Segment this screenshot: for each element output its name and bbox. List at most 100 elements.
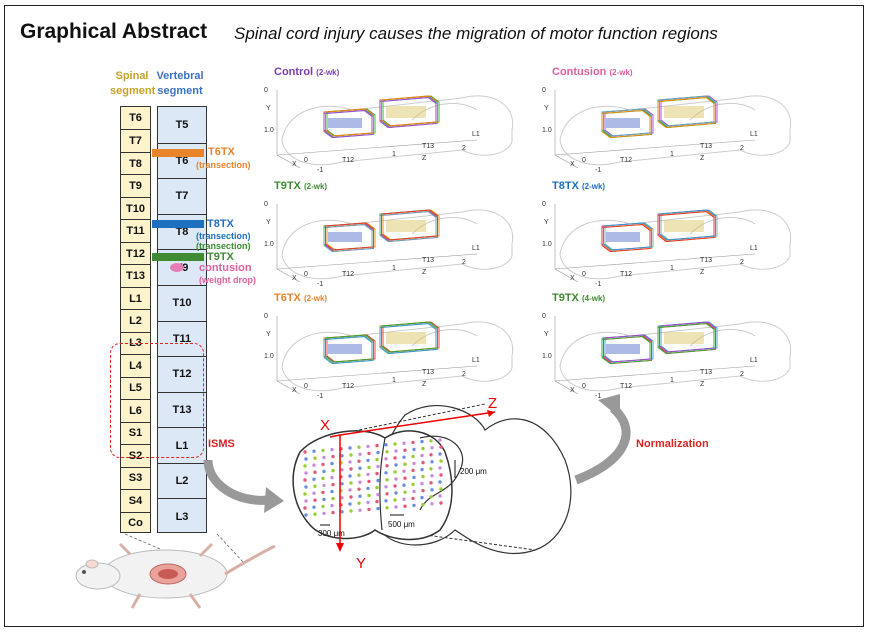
panel-label-l1: L1 bbox=[472, 357, 480, 364]
panel-label-t12: T12 bbox=[342, 157, 354, 164]
panel-time: (2-wk) bbox=[303, 182, 328, 191]
panel-tick: 2 bbox=[740, 145, 744, 152]
electrode-dot bbox=[430, 488, 434, 492]
figure-border bbox=[4, 5, 864, 627]
spinal-segment-l2: L2 bbox=[121, 309, 150, 331]
panel-tick: 0 bbox=[264, 201, 268, 208]
electrode-dot bbox=[439, 445, 443, 449]
electrode-dot bbox=[411, 468, 415, 473]
panel-tick: 2 bbox=[462, 145, 466, 152]
scale-500: 500 μm bbox=[388, 520, 415, 529]
electrode-dot bbox=[349, 453, 353, 457]
electrode-dot bbox=[366, 444, 370, 449]
panel-axis-x: X bbox=[292, 161, 297, 168]
electrode-dot bbox=[403, 476, 407, 480]
electrode-dot bbox=[367, 479, 371, 484]
panel-tick: 0 bbox=[542, 313, 546, 320]
electrode-dot bbox=[303, 464, 307, 468]
electrode-dot bbox=[331, 468, 335, 473]
electrode-dot bbox=[330, 461, 334, 466]
panel-label-t13: T13 bbox=[700, 143, 712, 150]
panel-tick: 1.0 bbox=[264, 127, 274, 134]
electrode-dot bbox=[430, 474, 434, 478]
electrode-dot bbox=[331, 510, 335, 515]
electrode-dot bbox=[412, 489, 416, 494]
panel-label-t13: T13 bbox=[422, 257, 434, 264]
vertebral-segment-l3: L3 bbox=[158, 498, 206, 534]
electrode-dot bbox=[322, 483, 326, 488]
panel-tick: 0 bbox=[264, 313, 268, 320]
electrode-dot bbox=[358, 508, 362, 512]
electrode-dot bbox=[393, 456, 397, 460]
panel-tick: -1 bbox=[317, 167, 323, 174]
electrode-dot bbox=[412, 461, 416, 466]
panel-axis-z: Z bbox=[700, 155, 705, 162]
t8tx-label: T8TX bbox=[207, 218, 234, 230]
spinal-segment-t9: T9 bbox=[121, 174, 150, 196]
electrode-dot bbox=[340, 454, 344, 458]
panel-label-l1: L1 bbox=[750, 131, 758, 138]
electrode-dot bbox=[420, 481, 424, 486]
panel-name: T8TX bbox=[552, 180, 579, 192]
panel-title: T8TX (2-wk) bbox=[552, 180, 605, 192]
panel-axis-x: X bbox=[570, 275, 575, 282]
panel-axis-y: Y bbox=[266, 105, 271, 112]
panel-time: (2-wk) bbox=[609, 68, 633, 77]
electrode-dot bbox=[349, 481, 353, 485]
panel-label-t13: T13 bbox=[422, 369, 434, 376]
electrode-dot bbox=[402, 497, 406, 501]
panel-time: (4-wk) bbox=[581, 294, 606, 303]
electrode-dot bbox=[438, 438, 442, 442]
electrode-dot bbox=[394, 505, 398, 509]
panel-tick: 1 bbox=[392, 151, 396, 158]
electrode-dot bbox=[421, 502, 425, 507]
electrode-dot bbox=[312, 463, 316, 467]
panel-label-t13: T13 bbox=[700, 257, 712, 264]
electrode-dot bbox=[375, 471, 379, 476]
panel-name: T9TX bbox=[274, 180, 301, 192]
electrode-dot bbox=[411, 440, 415, 445]
electrode-dot bbox=[421, 488, 425, 493]
electrode-dot bbox=[348, 474, 352, 478]
electrode-dot bbox=[439, 501, 443, 505]
electrode-dot bbox=[313, 456, 317, 460]
electrode-dot bbox=[430, 460, 434, 464]
panel-axis-x: X bbox=[570, 387, 575, 394]
electrode-dot bbox=[402, 483, 406, 487]
electrode-dot bbox=[322, 455, 326, 460]
electrode-dot bbox=[340, 496, 344, 500]
spinal-segment-l1: L1 bbox=[121, 286, 150, 309]
panel-label-l1: L1 bbox=[472, 131, 480, 138]
panel-label-t12: T12 bbox=[620, 157, 632, 164]
electrode-dot bbox=[321, 462, 325, 467]
electrode-dot bbox=[376, 492, 380, 497]
cross-y-axis-label: Y bbox=[356, 555, 366, 572]
isms-region bbox=[110, 343, 204, 458]
electrode-dot bbox=[366, 472, 370, 477]
t8tx-sub: (transection) bbox=[196, 231, 251, 241]
scale-200: 200 μm bbox=[460, 467, 487, 476]
panel-tick: 1 bbox=[670, 151, 674, 158]
electrode-dot bbox=[321, 448, 325, 453]
panel-name: T9TX bbox=[552, 292, 579, 304]
contusion-label: contusion bbox=[199, 262, 252, 274]
spinal-segment-l6: L6 bbox=[121, 399, 150, 421]
electrode-dot bbox=[304, 471, 308, 475]
electrode-dot bbox=[429, 481, 433, 485]
electrode-dot bbox=[313, 512, 317, 516]
cross-x-axis-label: X bbox=[320, 417, 330, 434]
panel-tick: 0 bbox=[304, 157, 308, 164]
spinal-segment-t6: T6 bbox=[129, 112, 142, 125]
t6tx-sub: (transection) bbox=[196, 160, 251, 170]
electrode-dot bbox=[421, 460, 425, 465]
contusion-sub: (weight drop) bbox=[199, 275, 256, 285]
electrode-dot bbox=[312, 505, 316, 509]
panel-axis-y: Y bbox=[544, 219, 549, 226]
electrode-dot bbox=[321, 490, 325, 495]
electrode-dot bbox=[348, 488, 352, 492]
panel-axis-y: Y bbox=[544, 105, 549, 112]
electrode-dot bbox=[321, 504, 325, 509]
